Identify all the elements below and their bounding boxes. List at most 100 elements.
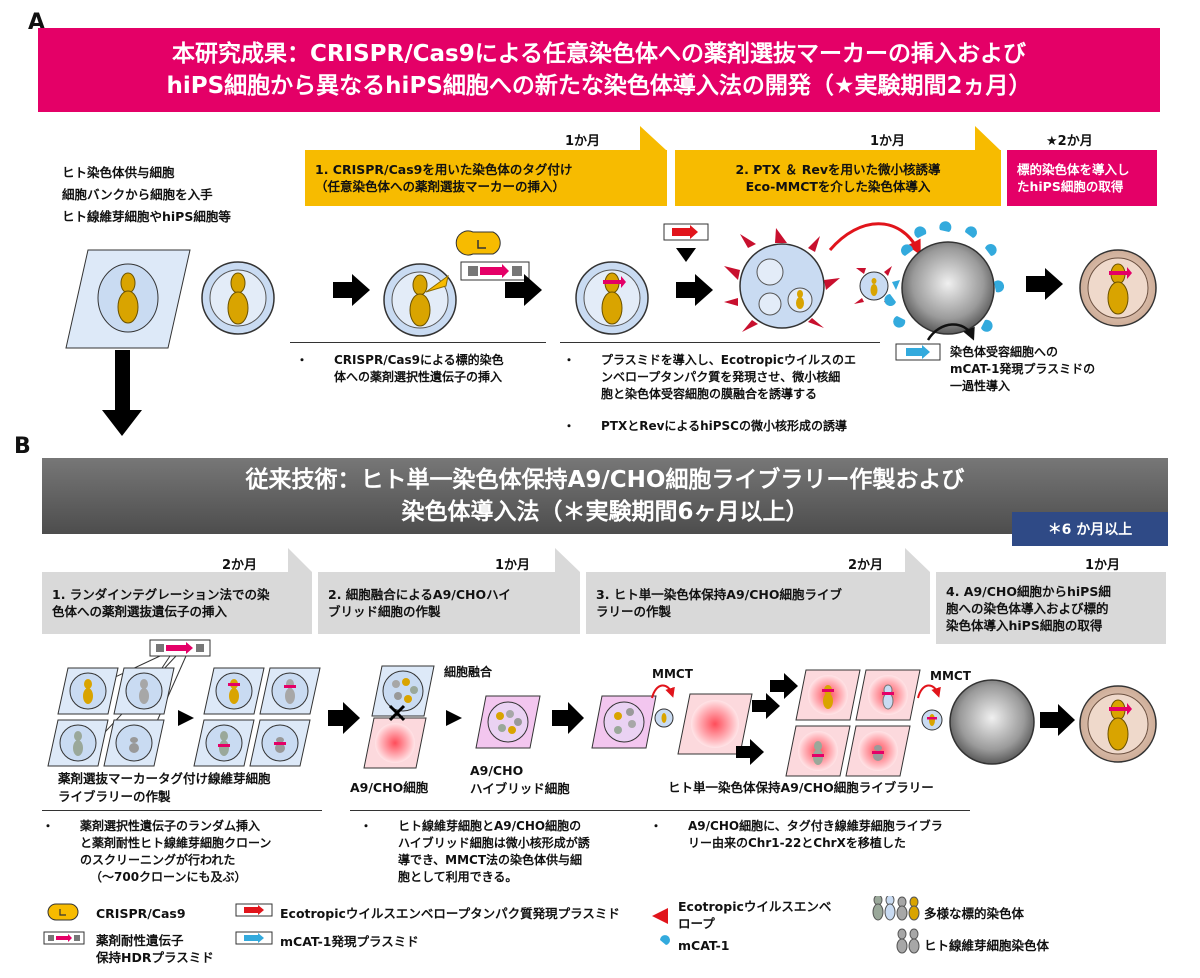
legend-mcat-icon (660, 935, 670, 945)
b-arrow6-icon (1040, 704, 1075, 736)
b-arrow3-icon (446, 710, 462, 726)
arrow-a3-icon (676, 274, 713, 306)
a-step2-tab (975, 126, 1000, 150)
b-arrow4-icon (552, 702, 584, 734)
fusion-curve-arrow-icon (828, 222, 921, 256)
hybrid-line2: ハイブリッド細胞 (470, 781, 570, 796)
b-step1-line1: 1. ランダインテグレーション法での染 (52, 587, 270, 602)
arrow-down-to-b-icon (102, 350, 142, 436)
a9cho-cell-label: A9/CHO細胞 (350, 780, 429, 795)
a-bullet2: ・プラスミドを導入し、Ecotropicウイルスのエ ンベロープタンパク質を発現… (563, 352, 856, 403)
mmct-curve-arrow-icon-2 (917, 684, 941, 699)
hybrid-cell-label: A9/CHO ハイブリッド細胞 (470, 762, 570, 798)
fusion-dishes (363, 665, 435, 769)
micronucleated-cell (724, 228, 840, 332)
legend-eco-plasmid-icon (235, 903, 273, 917)
legend-fibro-label: ヒト線維芽細胞染色体 (924, 938, 1050, 953)
donor-line3: ヒト線維芽細胞やhiPS細胞等 (62, 209, 231, 224)
legend-icons (43, 896, 920, 954)
b-arrow1-icon (178, 710, 194, 726)
b-step1-month: 2か月 (222, 558, 258, 573)
mmct-label-2: MMCT (930, 669, 971, 683)
legend-eco-envelope-icon (652, 908, 668, 924)
mmct-curve-arrow-icon-1 (651, 684, 675, 699)
b-step3-month: 2か月 (848, 558, 884, 573)
panel-b-diagram (47, 639, 1157, 777)
b-bullet1-line3: のスクリーニングが行われた (80, 853, 236, 867)
b-bullet2-line3: 導でき、MMCT法の染色体供与細 (398, 853, 583, 867)
b-step3-box: 3. ヒト単一染色体保持A9/CHO細胞ライブ ラリーの作製 (586, 572, 930, 634)
b-step2-month: 1か月 (495, 558, 531, 573)
library-label: ヒト単一染色体保持A9/CHO細胞ライブラリー (668, 780, 934, 795)
a-bullet2-divider (560, 342, 880, 343)
a-step2-box: 2. PTX ＆ Revを用いた微小核誘導 Eco-MMCTを介した染色体導入 (675, 150, 1001, 206)
arrow-down-a-icon (676, 248, 696, 262)
recipient-line1: 染色体受容細胞への (950, 345, 1059, 359)
panel-a-diagram (65, 221, 1157, 436)
a-bullet1-line2: 体への薬剤選択性遺伝子の挿入 (334, 370, 503, 384)
panel-b-title-banner: 従来技術：ヒト単一染色体保持A9/CHO細胞ライブラリー作製および 染色体導入法… (42, 458, 1168, 534)
b-result-hips-cell (1079, 685, 1157, 763)
b-step2-line2: ブリッド細胞の作製 (328, 604, 441, 619)
bullet-dot: ・ (563, 353, 576, 367)
b-arrow5b-icon (752, 693, 780, 719)
a-bullet1-line1: CRISPR/Cas9による標的染色 (334, 353, 504, 367)
donor-description: ヒト染色体供与細胞 細胞バンクから細胞を入手 ヒト線維芽細胞やhiPS細胞等 (62, 162, 231, 228)
bullet-dot: ・ (42, 819, 55, 833)
legend-eco-env-line1: Ecotropicウイルスエンベ (678, 899, 832, 914)
b-step4-line3: 染色体導入hiPS細胞の取得 (946, 617, 1103, 633)
hdr-plasmid-icon (460, 261, 530, 281)
b-step3-tab (905, 548, 930, 572)
b-step1-line2: 色体への薬剤選抜遺伝子の挿入 (52, 604, 228, 619)
recipient-line3: 一過性導入 (950, 379, 1011, 393)
a-step3-month: ★2か月 (1046, 134, 1093, 149)
a-step1-line1: 1. CRISPR/Cas9を用いた染色体のタグ付け (315, 162, 573, 177)
arrow-a2-icon (505, 274, 542, 306)
panel-a-title-line1: 本研究成果：CRISPR/Cas9による任意染色体への薬剤選抜マーカーの挿入およ… (171, 41, 1027, 67)
b-step4-line1: 4. A9/CHO細胞からhiPS細 (946, 583, 1111, 599)
legend-hdr-line1: 薬剤耐性遺伝子 (96, 933, 184, 948)
a-bullet2-line3: 胞と染色体受容細胞の膜融合を誘導する (601, 387, 818, 401)
a-bullet1-divider (290, 342, 546, 343)
b-arrow2-icon (328, 702, 360, 734)
legend-various-chrom-icon (872, 896, 920, 921)
legend-crispr-label: CRISPR/Cas9 (96, 906, 186, 921)
b-bullet2-line1: ヒト線維芽細胞とA9/CHO細胞の (398, 819, 582, 833)
b-step1-tab (288, 548, 312, 572)
bullet-dot: ・ (296, 353, 309, 367)
donor-line2: 細胞バンクから細胞を入手 (62, 187, 213, 202)
a-step3-line1: 標的染色体を導入し (1017, 162, 1130, 177)
donor-cell (201, 261, 275, 335)
micronucleus-cell (854, 266, 894, 304)
fusion-cross-icon (388, 704, 406, 722)
a-bullet2-line2: ンベロープタンパク質を発現させ、微小核細 (601, 370, 841, 384)
b-bullet2-divider (350, 810, 650, 811)
b-bullet3: ・A9/CHO細胞に、タグ付き線維芽細胞ライブラ リー由来のChr1-22とCh… (650, 818, 943, 852)
a-bullet1: ・ CRISPR/Cas9による標的染色 体への薬剤選択性遺伝子の挿入 (296, 352, 504, 386)
legend-various-label: 多様な標的染色体 (924, 906, 1025, 921)
a-step1-month: 1か月 (565, 134, 601, 149)
duration-badge: ＊6 か月以上 (1012, 512, 1168, 546)
tagged-cell (575, 261, 649, 335)
recipient-cell (884, 221, 1005, 335)
b-bullet1-line4: （～700クローンにも及ぶ） (90, 870, 247, 884)
legend-mcat-plasmid-icon (235, 931, 273, 945)
legend-mcat-label: mCAT-1 (678, 938, 730, 953)
legend-cas9-icon (47, 903, 79, 921)
tagged-library-line1: 薬剤選抜マーカータグ付け線維芽細胞 (58, 771, 271, 786)
panel-a-title-banner: 本研究成果：CRISPR/Cas9による任意染色体への薬剤選抜マーカーの挿入およ… (38, 28, 1160, 112)
a9cho-recipient-dish (677, 693, 753, 755)
b-bullet3-line2: リー由来のChr1-22とChrXを移植した (688, 836, 906, 850)
mmct-label-1: MMCT (652, 667, 693, 681)
eco-plasmid-icon (663, 223, 709, 241)
legend-hdr-line2: 保持HDRプラスミド (96, 950, 214, 965)
b-step4-month: 1か月 (1085, 558, 1121, 573)
recipient-line2: mCAT-1発現プラスミドの (950, 362, 1096, 376)
b-step2-line1: 2. 細胞融合によるA9/CHOハイ (328, 587, 511, 602)
hybrid-micronuclei-dish (591, 695, 657, 749)
panel-b-letter: B (14, 434, 31, 459)
legend-mcat-plasmid-label: mCAT-1発現プラスミド (280, 934, 419, 949)
b-bullet1-line1: 薬剤選択性遺伝子のランダム挿入 (80, 819, 261, 833)
b-bullet2-line4: 胞として利用できる。 (398, 870, 518, 884)
b-step1-box: 1. ランダインテグレーション法での染 色体への薬剤選抜遺伝子の挿入 (42, 572, 312, 634)
